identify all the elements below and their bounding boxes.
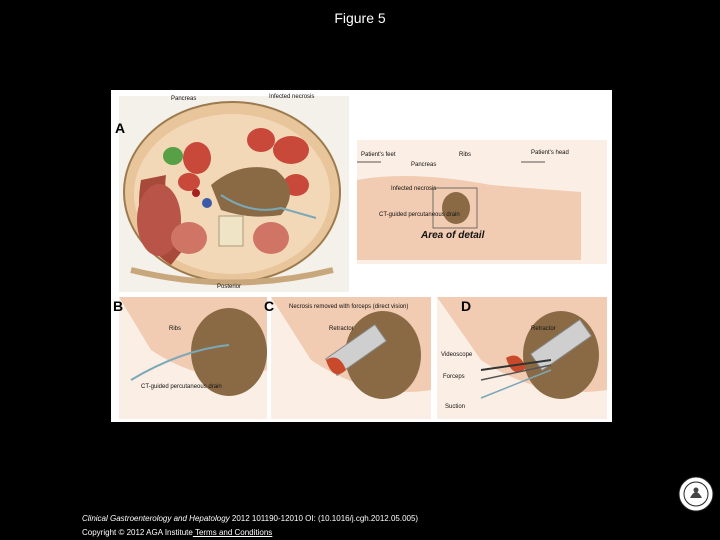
citation-journal: Clinical Gastroenterology and Hepatology	[82, 514, 230, 523]
label-b-ct-drain: CT-guided percutaneous drain	[141, 384, 222, 390]
panel-c-illustration	[271, 297, 431, 419]
panel-a-side-view	[357, 140, 607, 264]
panel-b-illustration	[119, 297, 267, 419]
panel-label-c: C	[264, 298, 275, 314]
panel-d-illustration	[437, 297, 607, 419]
label-area-of-detail: Area of detail	[420, 230, 485, 241]
label-pancreas: Pancreas	[171, 96, 196, 102]
journal-seal-icon	[678, 476, 714, 512]
label-d-videoscope: Videoscope	[441, 352, 473, 358]
label-infected-necrosis: Infected necrosis	[269, 94, 314, 100]
label-ct-drain: CT-guided percutaneous drain	[379, 212, 460, 218]
label-infected-necrosis-side: Infected necrosis	[391, 186, 436, 192]
citation: Clinical Gastroenterology and Hepatology…	[82, 514, 418, 523]
label-d-forceps: Forceps	[443, 374, 465, 380]
label-ribs: Ribs	[459, 152, 471, 158]
copyright-text: Copyright © 2012 AGA Institute	[82, 528, 193, 537]
label-c-necrosis-removed: Necrosis removed with forceps (direct vi…	[289, 304, 408, 310]
panel-label-b: B	[113, 298, 124, 314]
label-pancreas-side: Pancreas	[411, 162, 436, 168]
label-c-retractor: Retractor	[329, 326, 354, 332]
page-title: Figure 5	[334, 10, 386, 26]
copyright: Copyright © 2012 AGA Institute Terms and…	[82, 528, 272, 537]
label-d-retractor: Retractor	[531, 326, 556, 332]
panel-label-d: D	[461, 298, 472, 314]
label-d-suction: Suction	[445, 404, 465, 410]
terms-link[interactable]: Terms and Conditions	[192, 528, 273, 537]
citation-details: 2012 101190-12010 OI: (10.1016/j.cgh.201…	[229, 514, 419, 523]
figure-illustration: Pancreas Infected necrosis Posterior Pat…	[119, 94, 607, 419]
label-patients-feet: Patient's feet	[361, 152, 396, 158]
label-patients-head: Patient's head	[531, 150, 569, 156]
label-b-ribs: Ribs	[169, 326, 181, 332]
figure-image: Pancreas Infected necrosis Posterior Pat…	[111, 90, 612, 422]
panel-label-a: A	[115, 120, 126, 136]
label-posterior: Posterior	[217, 284, 241, 290]
panel-a-cross-section	[119, 96, 349, 292]
